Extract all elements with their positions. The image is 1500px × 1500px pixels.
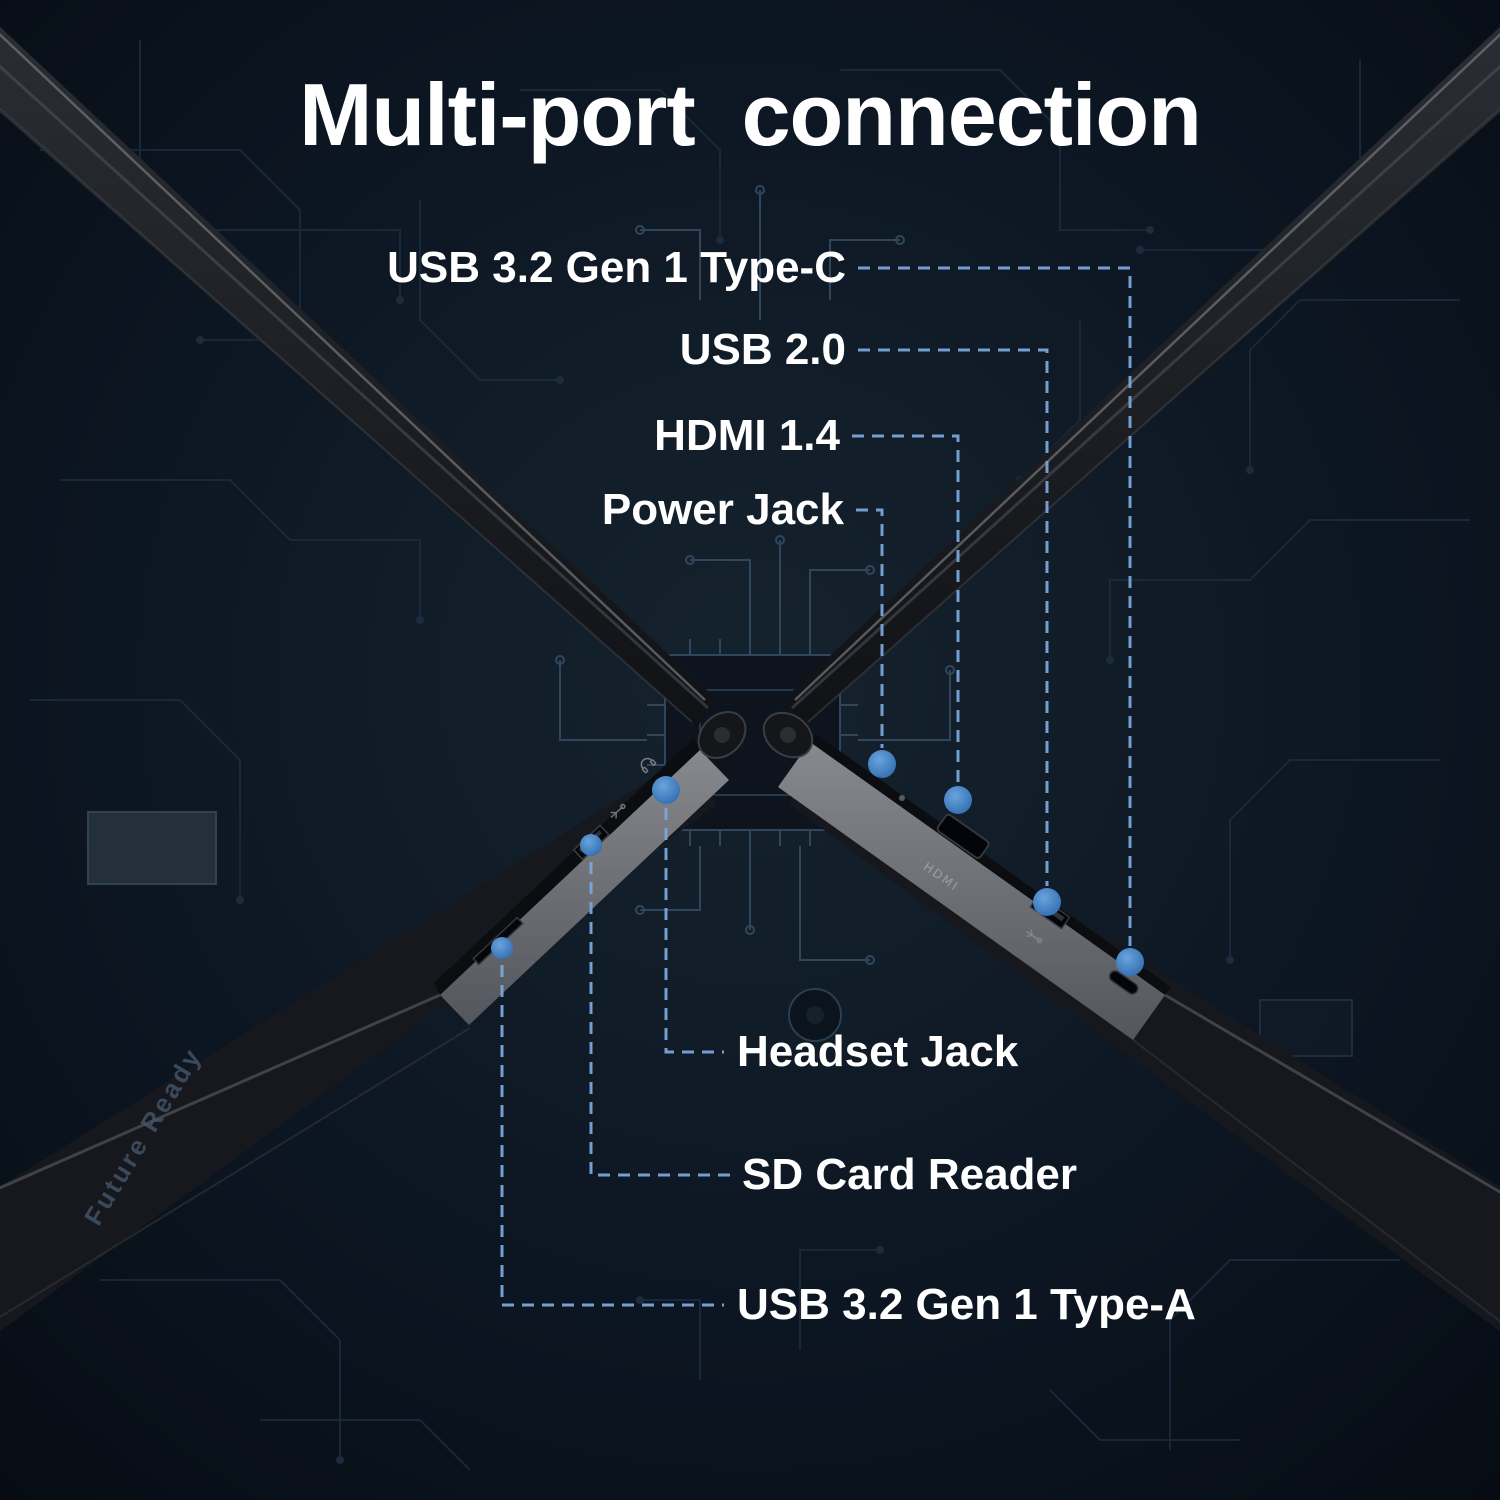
connector-power-jack [856, 508, 884, 748]
page-title: Multi-port connection [299, 65, 1202, 164]
port-dot-power-jack [868, 750, 896, 778]
laptop-right-screen [786, 26, 1500, 727]
label-usb-type-a: USB 3.2 Gen 1 Type-A [737, 1280, 1196, 1329]
connector-sd-card [589, 862, 730, 1177]
connector-usb-2 [858, 348, 1049, 886]
connector-usb-c [858, 266, 1132, 946]
hdmi-port [936, 813, 990, 859]
connector-headset-jack [664, 808, 724, 1054]
laptop-left-base [0, 738, 729, 1332]
connector-lines [500, 266, 1132, 1307]
port-dot-usb-c [1116, 948, 1144, 976]
label-sd-card-reader: SD Card Reader [742, 1150, 1078, 1199]
usb-c-port [1108, 970, 1139, 995]
port-dot-headset-jack [652, 776, 680, 804]
connector-usb-a [500, 965, 724, 1307]
laptop-left-screen [0, 26, 714, 727]
laptop-hinges [697, 711, 814, 759]
label-power-jack: Power Jack [601, 485, 844, 534]
circuit-chip-small [87, 811, 217, 885]
usb-icon-right [1026, 929, 1043, 944]
port-dot-usb-a-left [580, 834, 602, 856]
connector-hdmi [852, 434, 960, 784]
label-hdmi: HDMI 1.4 [654, 411, 840, 460]
port-dot-hdmi [944, 786, 972, 814]
port-dots [491, 750, 1144, 976]
circuit-vias [196, 226, 1254, 1464]
port-dot-sd-card [491, 937, 513, 959]
label-usb-type-c: USB 3.2 Gen 1 Type-C [387, 243, 846, 292]
port-dot-usb-2 [1033, 888, 1061, 916]
headset-icon [640, 757, 657, 774]
label-headset-jack: Headset Jack [737, 1027, 1019, 1076]
label-usb-20: USB 2.0 [679, 325, 846, 374]
usb-icon-left [610, 803, 626, 819]
